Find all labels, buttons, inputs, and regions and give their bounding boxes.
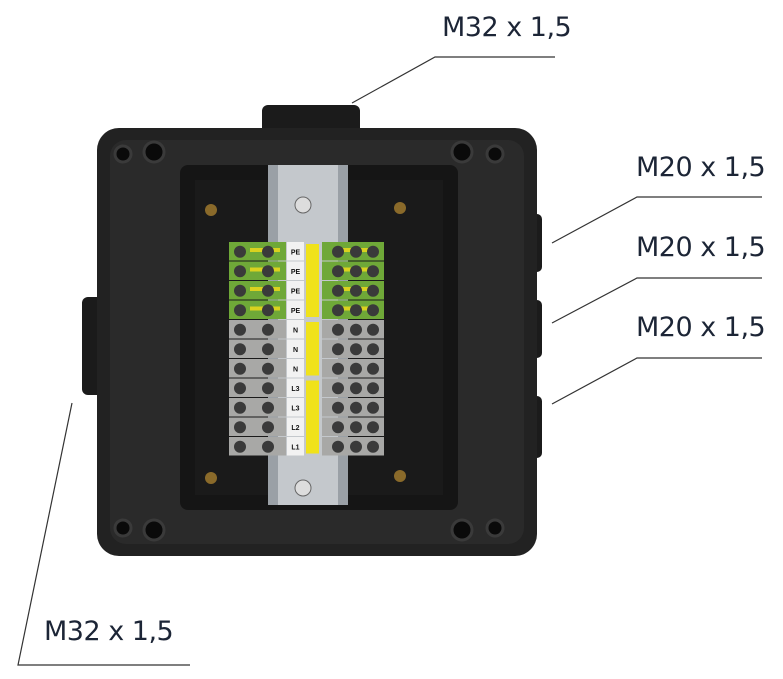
terminal-clamp-hole bbox=[332, 323, 344, 336]
terminal-clamp-hole bbox=[262, 440, 274, 453]
terminal-clamp-hole bbox=[262, 304, 274, 317]
callout-lines bbox=[17, 56, 762, 666]
terminal-clamp-hole bbox=[332, 382, 344, 395]
terminal-clamp-hole bbox=[234, 401, 246, 414]
terminal-clamp-hole bbox=[234, 323, 246, 336]
terminal-label: L2 bbox=[291, 425, 299, 432]
terminal-clamp-hole bbox=[262, 382, 274, 395]
terminal-clamp-hole bbox=[332, 440, 344, 453]
terminal-clamp-hole bbox=[367, 284, 379, 297]
terminal-label: N bbox=[293, 327, 298, 334]
terminal-clamp-hole bbox=[350, 382, 362, 395]
terminal-clamp-hole bbox=[332, 362, 344, 375]
terminal-clamp-hole bbox=[332, 284, 344, 297]
terminal-clamp-hole bbox=[234, 421, 246, 434]
terminal-clamp-hole bbox=[332, 245, 344, 258]
callout-right-3-m20: M20 x 1,5 bbox=[636, 312, 766, 343]
jumper-bridge bbox=[306, 322, 319, 376]
callout-line-bottom-left bbox=[17, 402, 190, 666]
terminal-clamp-hole bbox=[367, 401, 379, 414]
terminal-clamp-hole bbox=[262, 284, 274, 297]
terminal-label: L3 bbox=[291, 405, 299, 412]
terminal-clamp-hole bbox=[350, 343, 362, 356]
terminal-clamp-hole bbox=[367, 265, 379, 278]
callout-top-m32: M32 x 1,5 bbox=[442, 12, 572, 43]
terminal-clamp-hole bbox=[332, 304, 344, 317]
terminal-label: PE bbox=[291, 269, 301, 276]
terminal-clamp-hole bbox=[262, 245, 274, 258]
terminal-marker bbox=[287, 261, 304, 280]
rail-screw-bottom bbox=[294, 479, 312, 497]
terminal-clamp-hole bbox=[262, 343, 274, 356]
terminal-label: L1 bbox=[291, 444, 299, 451]
terminal-label: PE bbox=[291, 308, 301, 315]
terminal-label: N bbox=[293, 366, 298, 373]
terminal-marker bbox=[287, 300, 304, 319]
terminal-label: L3 bbox=[291, 386, 299, 393]
terminal-label: N bbox=[293, 347, 298, 354]
terminal-clamp-hole bbox=[262, 265, 274, 278]
terminal-clamp-hole bbox=[350, 304, 362, 317]
terminal-clamp-hole bbox=[234, 304, 246, 317]
terminal-clamp-hole bbox=[367, 343, 379, 356]
terminal-clamp-hole bbox=[234, 440, 246, 453]
terminal-clamp-hole bbox=[350, 265, 362, 278]
jumper-bridge bbox=[306, 380, 319, 454]
terminal-clamp-hole bbox=[332, 421, 344, 434]
terminal-clamp-hole bbox=[262, 401, 274, 414]
terminal-clamp-hole bbox=[234, 245, 246, 258]
terminal-marker bbox=[287, 281, 304, 300]
terminal-clamp-hole bbox=[234, 265, 246, 278]
terminal-clamp-hole bbox=[350, 284, 362, 297]
terminal-clamp-hole bbox=[234, 382, 246, 395]
terminal-marker bbox=[287, 242, 304, 261]
terminal-marker bbox=[287, 417, 304, 436]
terminal-marker bbox=[287, 437, 304, 456]
callout-line-right-3 bbox=[551, 357, 762, 405]
terminal-clamp-hole bbox=[234, 362, 246, 375]
terminal-clamp-hole bbox=[262, 323, 274, 336]
terminal-clamp-hole bbox=[367, 245, 379, 258]
terminal-clamp-hole bbox=[350, 245, 362, 258]
callout-right-2-m20: M20 x 1,5 bbox=[636, 232, 766, 263]
terminal-clamp-hole bbox=[367, 440, 379, 453]
terminal-clamp-hole bbox=[350, 362, 362, 375]
callout-line-right-1 bbox=[551, 196, 762, 244]
callout-line-top bbox=[351, 56, 555, 104]
corner-holes bbox=[113, 140, 505, 542]
terminal-clamp-hole bbox=[350, 323, 362, 336]
terminal-marker bbox=[287, 398, 304, 417]
terminal-clamp-hole bbox=[262, 421, 274, 434]
jumper-bridge bbox=[306, 244, 319, 317]
terminal-clamp-hole bbox=[234, 284, 246, 297]
terminal-clamp-hole bbox=[350, 421, 362, 434]
terminal-clamp-hole bbox=[234, 343, 246, 356]
callout-right-1-m20: M20 x 1,5 bbox=[636, 152, 766, 183]
terminal-label: PE bbox=[291, 288, 301, 295]
terminal-clamp-hole bbox=[332, 343, 344, 356]
terminal-clamp-hole bbox=[332, 265, 344, 278]
callout-line-right-2 bbox=[551, 277, 762, 324]
terminal-marker bbox=[287, 378, 304, 397]
terminal-clamp-hole bbox=[350, 440, 362, 453]
rail-screw-top bbox=[294, 196, 312, 214]
terminal-marker bbox=[287, 359, 304, 378]
terminal-clamp-hole bbox=[350, 401, 362, 414]
terminal-label: PE bbox=[291, 249, 301, 256]
terminal-clamp-hole bbox=[332, 401, 344, 414]
terminal-clamp-hole bbox=[367, 421, 379, 434]
terminal-marker bbox=[287, 320, 304, 339]
terminal-clamp-hole bbox=[367, 304, 379, 317]
callout-bottom-left-m32: M32 x 1,5 bbox=[44, 616, 174, 647]
brass-inserts bbox=[205, 202, 406, 484]
terminal-clamp-hole bbox=[262, 362, 274, 375]
terminal-clamp-hole bbox=[367, 323, 379, 336]
terminal-clamp-hole bbox=[367, 362, 379, 375]
terminal-clamp-hole bbox=[367, 382, 379, 395]
terminal-marker bbox=[287, 339, 304, 358]
